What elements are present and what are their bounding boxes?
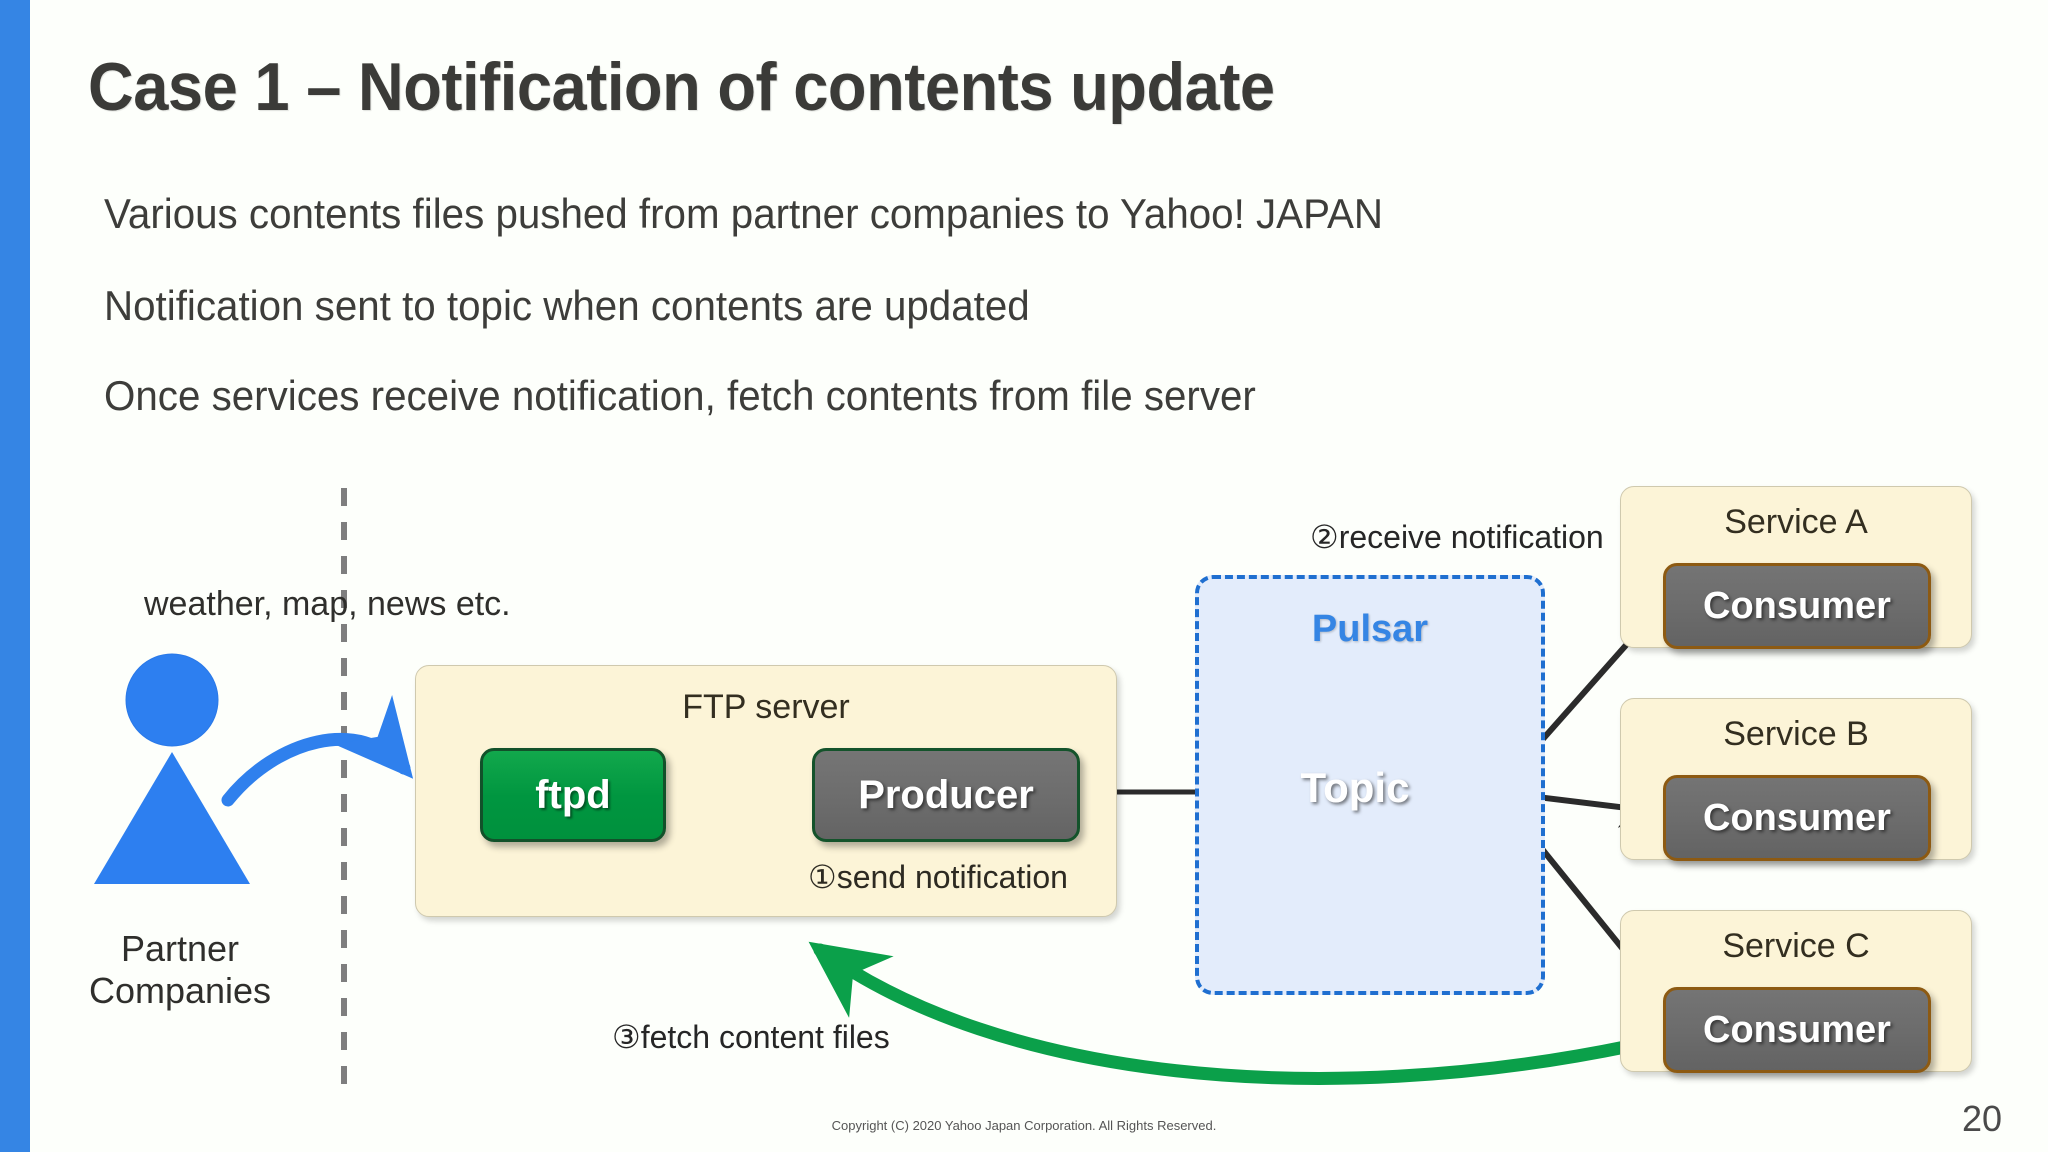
partner-person-body-icon <box>94 752 250 884</box>
producer-node[interactable]: Producer <box>812 748 1080 842</box>
ftp-server-title: FTP server <box>682 688 850 726</box>
service-c-title: Service C <box>1722 927 1870 965</box>
ftpd-node[interactable]: ftpd <box>480 748 666 842</box>
body-line-3: Once services receive notification, fetc… <box>104 372 1256 419</box>
fetch-content-arrow <box>808 941 1637 1085</box>
step-1-send-notification-label: ①send notification <box>808 859 1068 895</box>
pulsar-label: Pulsar <box>1311 608 1429 650</box>
partner-companies-label: Partner Companies <box>50 928 310 1013</box>
partner-person-head-icon <box>125 653 219 747</box>
consumer-node-b[interactable]: Consumer <box>1663 775 1931 861</box>
body-line-2: Notification sent to topic when contents… <box>104 282 1030 329</box>
partner-label-line1: Partner <box>120 928 240 969</box>
service-b-title: Service B <box>1723 715 1869 753</box>
service-a-title: Service A <box>1724 503 1868 541</box>
page-title: Case 1 – Notification of contents update <box>88 49 1275 125</box>
body-line-1: Various contents files pushed from partn… <box>104 190 1383 237</box>
consumer-node-a[interactable]: Consumer <box>1663 563 1931 649</box>
step-2-receive-notification-label: ②receive notification <box>1310 519 1604 555</box>
page-number: 20 <box>1961 1098 2002 1139</box>
partner-label-line2: Companies <box>88 970 272 1012</box>
upload-arrow <box>221 695 414 807</box>
consumer-node-c[interactable]: Consumer <box>1663 987 1931 1073</box>
left-accent-bar <box>0 0 30 1152</box>
pulsar-region[interactable] <box>1195 575 1545 995</box>
step-3-fetch-content-files-label: ③fetch content files <box>612 1019 890 1055</box>
footer-copyright: Copyright (C) 2020 Yahoo Japan Corporati… <box>831 1118 1217 1133</box>
content-types-label: weather, map, news etc. <box>144 585 511 623</box>
